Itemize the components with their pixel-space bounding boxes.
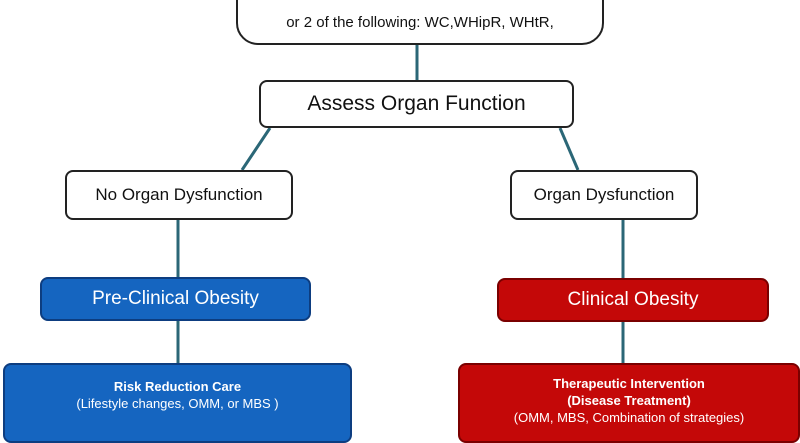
organ-dysfunction-box: Organ Dysfunction [510, 170, 698, 220]
therapeutic-intervention-subtitle: (Disease Treatment) [567, 393, 691, 408]
risk-reduction-care-box: Risk Reduction Care (Lifestyle changes, … [3, 363, 352, 443]
connector-assess-no-dysfunction [240, 127, 272, 171]
organ-dysfunction-label: Organ Dysfunction [533, 185, 675, 204]
risk-reduction-title: Risk Reduction Care [113, 379, 242, 394]
preclinical-obesity-label: Pre-Clinical Obesity [92, 288, 259, 309]
clinical-obesity-label: Clinical Obesity [567, 289, 699, 310]
assess-organ-function-box: Assess Organ Function [259, 80, 574, 128]
therapeutic-intervention-box: Therapeutic Intervention (Disease Treatm… [458, 363, 800, 443]
no-organ-dysfunction-box: No Organ Dysfunction [65, 170, 293, 220]
preclinical-obesity-box: Pre-Clinical Obesity [40, 277, 311, 321]
criteria-text: or 2 of the following: WC,WHipR, WHtR, [286, 14, 554, 31]
criteria-box: or 2 of the following: WC,WHipR, WHtR, [236, 0, 604, 45]
risk-reduction-detail: (Lifestyle changes, OMM, or MBS ) [76, 396, 279, 411]
therapeutic-intervention-detail: (OMM, MBS, Combination of strategies) [513, 410, 745, 425]
connector-lines [176, 45, 625, 363]
connector-assess-dysfunction [558, 127, 580, 171]
no-organ-dysfunction-label: No Organ Dysfunction [95, 185, 263, 204]
assess-organ-function-label: Assess Organ Function [307, 92, 526, 115]
therapeutic-intervention-title: Therapeutic Intervention [553, 376, 705, 391]
clinical-obesity-box: Clinical Obesity [497, 278, 769, 322]
